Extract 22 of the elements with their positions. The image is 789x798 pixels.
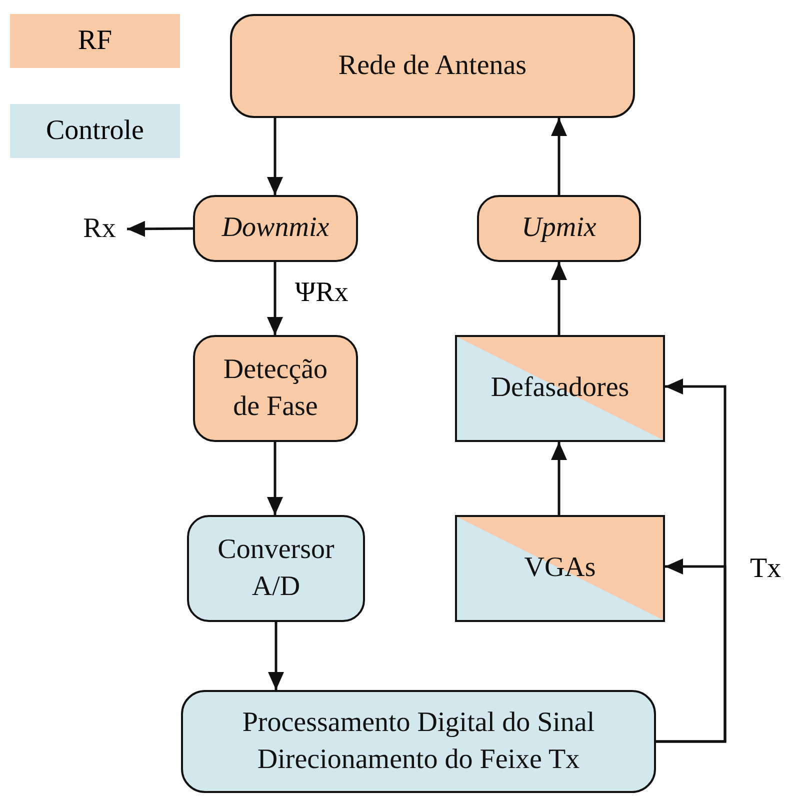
process-box: Processamento Digital do Sinal Direcionamento do Feixe Tx <box>181 690 656 793</box>
arrow <box>551 442 567 515</box>
process-box: VGAs <box>455 515 665 622</box>
process-box: Detecção de Fase <box>193 335 358 442</box>
arrow <box>267 442 283 515</box>
edge-label: ΨRx <box>295 276 348 308</box>
arrow <box>551 118 567 195</box>
arrow <box>127 220 193 237</box>
legend-label: RF <box>78 25 112 57</box>
process-box: Defasadores <box>455 335 665 442</box>
process-box: Conversor A/D <box>187 515 365 622</box>
arrow <box>267 262 283 335</box>
signal-label: Rx <box>72 210 127 248</box>
arrow <box>551 262 567 335</box>
signal-label: Tx <box>750 553 782 585</box>
process-box: Downmix <box>193 195 358 262</box>
process-box: Rede de Antenas <box>230 14 635 118</box>
legend-label: Controle <box>46 115 144 147</box>
arrow <box>267 118 283 195</box>
process-box: Upmix <box>477 195 641 262</box>
arrow <box>268 622 284 690</box>
arrow <box>656 558 726 743</box>
